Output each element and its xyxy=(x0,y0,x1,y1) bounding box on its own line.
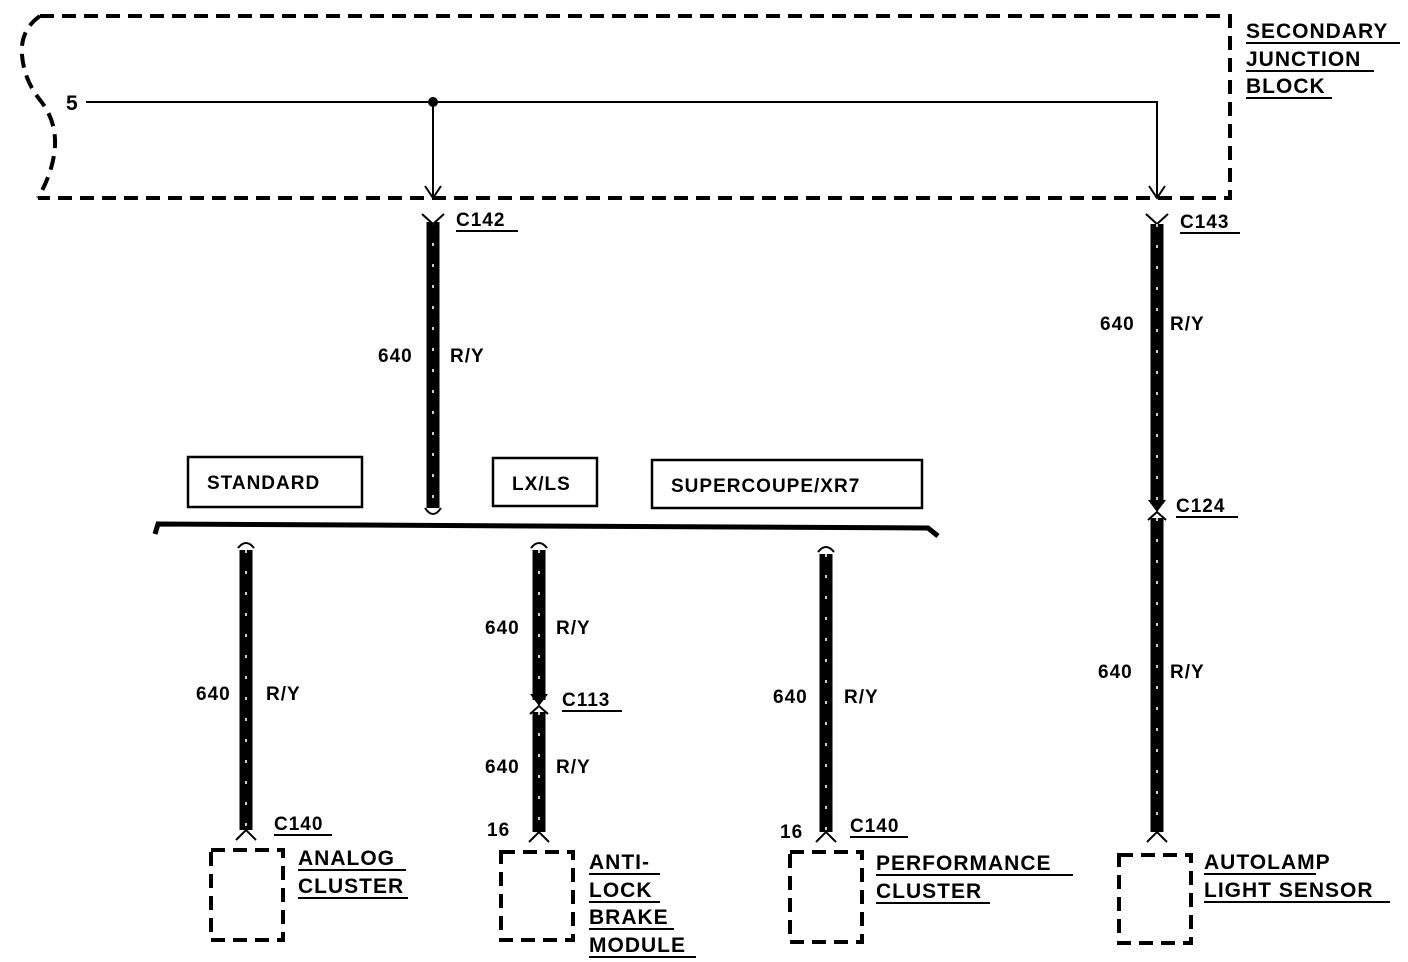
abs-pin-label: 16 xyxy=(487,820,510,841)
svg-text:CLUSTER: CLUSTER xyxy=(876,880,982,903)
connector-c113: C113 xyxy=(562,690,610,711)
wire-color-label: R/Y xyxy=(1170,662,1205,683)
abs-module-label: ANTI- LOCK BRAKE MODULE xyxy=(589,851,696,958)
wire-autolamp-branch xyxy=(1145,213,1169,843)
junction-pin-label: 5 xyxy=(66,92,79,115)
svg-text:STANDARD: STANDARD xyxy=(207,473,320,494)
analog-cluster-box xyxy=(209,848,285,942)
svg-text:BRAKE: BRAKE xyxy=(589,906,669,929)
splice-dot xyxy=(428,97,438,107)
autolamp-sensor-box xyxy=(1117,853,1193,945)
wire-analog-branch xyxy=(235,542,257,841)
wire-color-label: R/Y xyxy=(450,346,485,367)
junction-block-title: SECONDARY JUNCTION BLOCK xyxy=(1246,20,1400,99)
wire-color-label: R/Y xyxy=(844,687,879,708)
connector-c143: C143 xyxy=(1180,212,1229,233)
wire-circuit-label: 640 xyxy=(378,346,413,367)
junction-internal-bus xyxy=(86,97,1166,200)
svg-text:JUNCTION: JUNCTION xyxy=(1246,48,1361,71)
wire-c142-to-bus xyxy=(421,213,445,515)
svg-text:ANALOG: ANALOG xyxy=(298,847,395,870)
wire-circuit-label: 640 xyxy=(1100,314,1135,335)
wire-abs-branch xyxy=(528,542,550,843)
svg-text:LIGHT SENSOR: LIGHT SENSOR xyxy=(1204,879,1374,902)
option-lxls: LX/LS xyxy=(491,456,599,508)
performance-cluster-box xyxy=(788,850,864,944)
abs-module-box xyxy=(499,850,575,942)
wire-color-label: R/Y xyxy=(266,684,301,705)
svg-text:SECONDARY: SECONDARY xyxy=(1246,20,1388,43)
wire-performance-branch xyxy=(815,546,837,843)
option-standard: STANDARD xyxy=(186,455,364,509)
perf-pin-label: 16 xyxy=(780,822,803,843)
performance-cluster-label: PERFORMANCE CLUSTER xyxy=(876,852,1073,904)
wire-circuit-label: 640 xyxy=(773,687,808,708)
connector-c140-analog: C140 xyxy=(274,814,323,835)
wire-circuit-label: 640 xyxy=(485,618,520,639)
svg-text:AUTOLAMP: AUTOLAMP xyxy=(1204,851,1331,874)
connector-c124: C124 xyxy=(1176,496,1225,517)
option-bus-bar xyxy=(152,521,940,538)
wire-color-label: R/Y xyxy=(1170,314,1205,335)
autolamp-sensor-label: AUTOLAMP LIGHT SENSOR xyxy=(1204,851,1390,903)
wire-circuit-label: 640 xyxy=(485,757,520,778)
svg-text:BLOCK: BLOCK xyxy=(1246,75,1326,98)
wire-circuit-label: 640 xyxy=(196,684,231,705)
wire-color-label: R/Y xyxy=(556,618,591,639)
svg-text:LOCK: LOCK xyxy=(589,879,653,902)
svg-text:ANTI-: ANTI- xyxy=(589,851,650,874)
svg-text:LX/LS: LX/LS xyxy=(512,474,571,495)
svg-text:MODULE: MODULE xyxy=(589,934,686,957)
connector-c140-perf: C140 xyxy=(850,816,899,837)
wire-color-label: R/Y xyxy=(556,757,591,778)
connector-c142: C142 xyxy=(456,210,505,231)
svg-text:PERFORMANCE: PERFORMANCE xyxy=(876,852,1052,875)
analog-cluster-label: ANALOG CLUSTER xyxy=(298,847,408,899)
wire-circuit-label: 640 xyxy=(1098,662,1133,683)
junction-block-outline xyxy=(19,14,1232,200)
svg-text:CLUSTER: CLUSTER xyxy=(298,875,404,898)
svg-text:SUPERCOUPE/XR7: SUPERCOUPE/XR7 xyxy=(671,476,860,497)
option-supercoupe: SUPERCOUPE/XR7 xyxy=(650,458,924,510)
